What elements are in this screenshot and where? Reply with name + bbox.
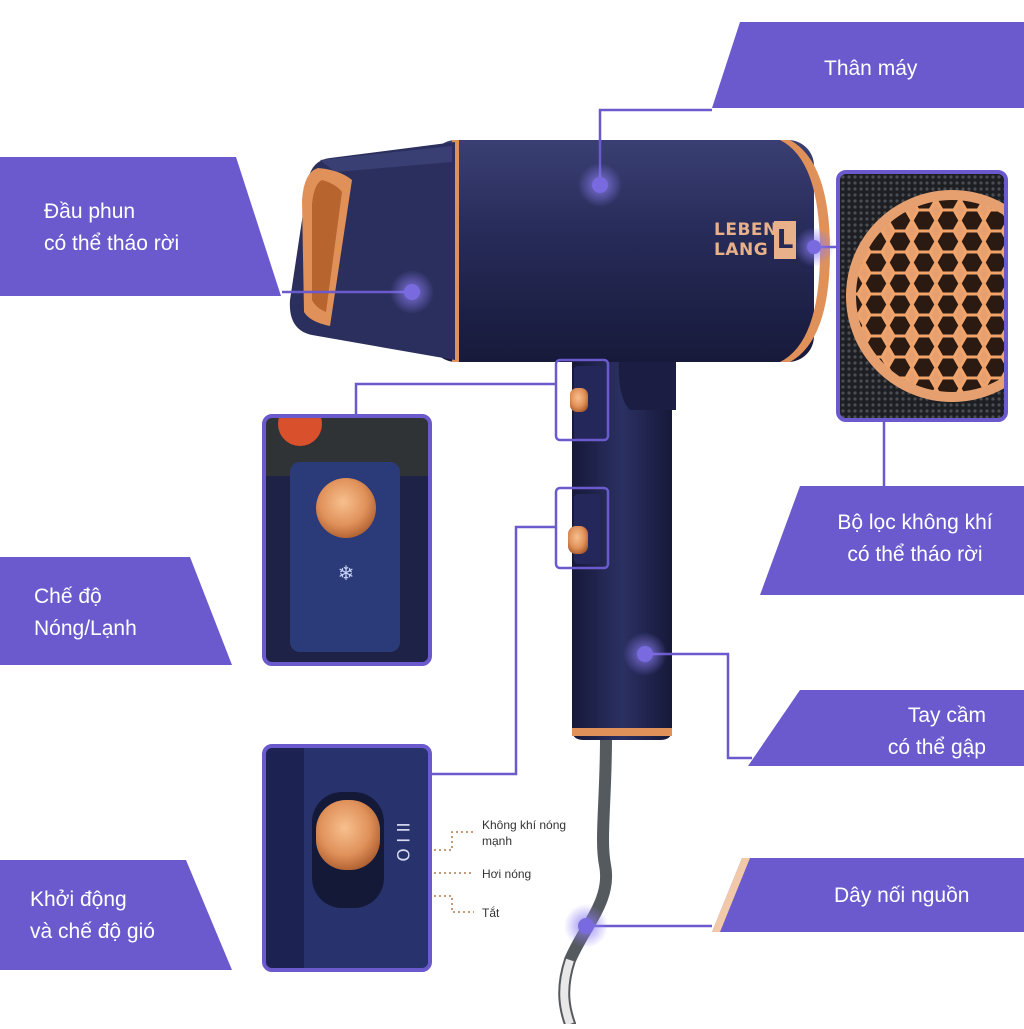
- label-filter-line2: có thể tháo rời: [847, 543, 983, 566]
- legend-strong: Không khí nóng mạnh: [482, 817, 566, 849]
- mode-highlight-box: [554, 358, 610, 442]
- label-power-line2: và chế độ gió: [30, 920, 155, 943]
- mode-inset-glow: [278, 416, 322, 446]
- legend-strong-line1: Không khí nóng: [482, 818, 567, 832]
- body-copper-ring: [452, 140, 459, 362]
- brand-line-2: LANG: [714, 240, 769, 260]
- mode-inset-frame: [262, 414, 432, 666]
- dot-nozzle-core: [404, 284, 420, 300]
- label-filter-line1: Bộ lọc không khí: [837, 511, 993, 534]
- label-power: Khởi động và chế độ gió: [30, 884, 155, 948]
- nozzle-top: [320, 146, 452, 172]
- power-inset-slider[interactable]: [316, 800, 380, 870]
- filter-inset-frame: [836, 170, 1008, 422]
- brand-line-1: LEBEN: [714, 220, 778, 240]
- label-mode: Chế độ Nóng/Lạnh: [34, 581, 137, 645]
- dryer-body: [430, 140, 814, 362]
- label-handle-line1: Tay cầm: [907, 704, 986, 727]
- snowflake-icon: ❄: [338, 561, 355, 585]
- body-rear-cap: [780, 140, 830, 362]
- mode-inset-button[interactable]: [316, 478, 376, 538]
- mode-button[interactable]: [570, 388, 588, 412]
- leader-handle: [645, 652, 752, 760]
- callout-dots: [390, 163, 834, 948]
- filter-honeycomb: [856, 200, 1006, 392]
- banner-handle: [748, 690, 1024, 766]
- power-inset: II I O: [264, 746, 430, 970]
- power-inset-frame: [262, 744, 432, 972]
- banner-cord-shadow: [712, 858, 750, 932]
- label-filter: Bộ lọc không khí có thể tháo rời: [814, 507, 1016, 571]
- label-nozzle: Đầu phun có thể tháo rời: [44, 196, 179, 260]
- legend-leader-off: [434, 895, 474, 913]
- label-nozzle-line1: Đầu phun: [44, 200, 136, 223]
- label-nozzle-line2: có thể tháo rời: [44, 232, 180, 255]
- label-mode-line1: Chế độ: [34, 585, 102, 608]
- label-body: Thân máy: [824, 57, 918, 80]
- power-highlight-box: [554, 486, 610, 570]
- mode-switch-panel: [574, 366, 608, 440]
- nozzle-inner: [312, 180, 342, 312]
- leader-mode: [354, 382, 556, 414]
- banner-cord: [712, 858, 1024, 932]
- legend-strong-line2: mạnh: [482, 834, 513, 848]
- power-cord-highlight: [560, 958, 574, 1026]
- leader-body: [598, 108, 712, 185]
- mode-inset: ❄: [264, 416, 430, 664]
- label-handle: Tay cầm có thể gập: [836, 700, 986, 764]
- label-cord: Dây nối nguồn: [834, 884, 970, 907]
- legend-hot: Hơi nóng: [482, 867, 532, 881]
- dot-brand-core: [807, 240, 821, 254]
- power-cord: [558, 732, 613, 1029]
- dot-handle-core: [637, 646, 653, 662]
- leader-lines: [282, 108, 886, 928]
- banner-filter: [760, 486, 1024, 595]
- label-mode-line2: Nóng/Lạnh: [34, 617, 137, 640]
- banner-nozzle: [0, 157, 281, 296]
- leader-power: [432, 525, 556, 776]
- banner-body: [712, 22, 1024, 108]
- label-power-line1: Khởi động: [30, 888, 127, 911]
- switch-legend-leaders: [434, 831, 474, 913]
- banner-power: [0, 860, 232, 970]
- dot-cord-core: [578, 918, 594, 934]
- legend-leader-strong: [434, 831, 474, 851]
- switch-position-icon: II I O: [392, 822, 412, 861]
- filter-inset: [838, 172, 1006, 420]
- brand-mark: L: [774, 221, 796, 259]
- power-inset-shade: [264, 746, 304, 970]
- handle-copper-ring: [572, 728, 672, 736]
- brand-logo: LEBEN LANG: [714, 220, 778, 260]
- dot-body-core: [592, 177, 608, 193]
- label-handle-line2: có thể gập: [887, 736, 986, 759]
- banner-mode: [0, 557, 232, 665]
- power-slider[interactable]: [568, 526, 588, 554]
- legend-off: Tắt: [482, 906, 500, 920]
